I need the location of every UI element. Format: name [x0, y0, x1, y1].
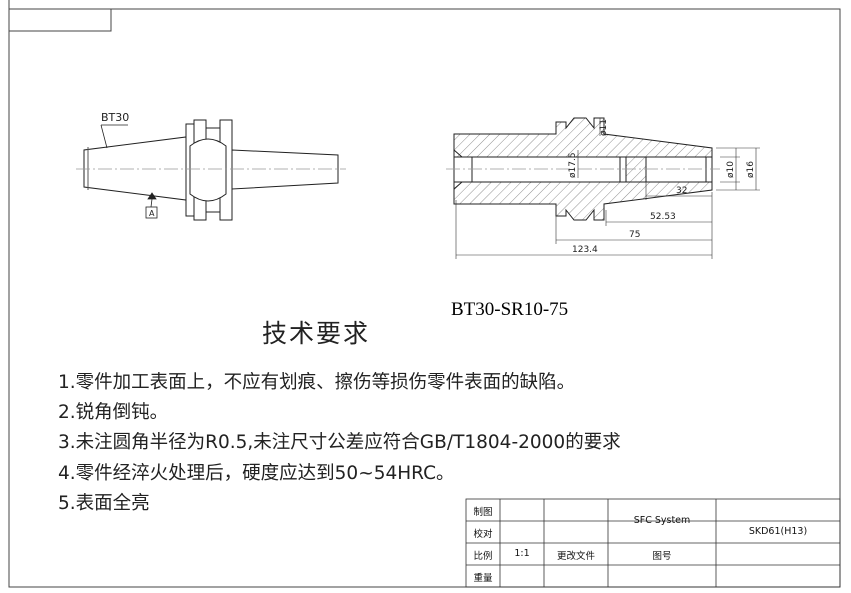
- tb-scale-value: 1:1: [514, 548, 530, 559]
- requirement-line-5: 5.表面全亮: [58, 493, 150, 514]
- requirement-line-1: 1.零件加工表面上，不应有划痕、擦伤等损伤零件表面的缺陷。: [58, 372, 576, 393]
- dim-len-75: 75: [629, 230, 640, 240]
- bt30-leader: [100, 124, 128, 149]
- tb-drawing-no-label: 图号: [652, 551, 672, 562]
- sheet-border: [8, 8, 841, 588]
- requirement-line-4: 4.零件经淬火处理后，硬度应达到50~54HRC。: [58, 463, 455, 484]
- dimension-lines: [455, 118, 760, 259]
- tb-company: SFC System: [633, 515, 691, 526]
- title-block-grid: [465, 498, 841, 588]
- tb-material: SKD61(H13): [748, 526, 808, 537]
- bt30-label: BT30: [101, 111, 129, 124]
- dim-d-outer: ø16: [746, 161, 756, 178]
- datum-label: A: [149, 209, 155, 218]
- tb-change-doc: 更改文件: [556, 551, 595, 562]
- tb-label-weight: 重量: [473, 573, 493, 584]
- requirements-title: 技术要求: [262, 319, 371, 348]
- tb-label-scale: 比例: [473, 551, 493, 562]
- top-left-tab: [8, 8, 112, 32]
- dim-d-flange: ø11: [599, 119, 609, 136]
- dim-len-5253: 52.53: [650, 212, 676, 222]
- model-name: BT30-SR10-75: [451, 299, 569, 320]
- datum-marker: [145, 192, 158, 219]
- dim-len-1234: 123.4: [572, 245, 598, 255]
- dim-d-bore: ø17.5: [568, 152, 578, 178]
- side-view: [76, 119, 346, 221]
- dim-len-32: 32: [676, 186, 687, 196]
- requirement-line-3: 3.未注圆角半径为R0.5,未注尺寸公差应符合GB/T1804-2000的要求: [58, 432, 621, 453]
- section-view: [446, 117, 720, 221]
- tb-label-drawn: 制图: [473, 507, 493, 518]
- tb-label-checked: 校对: [473, 529, 493, 540]
- dim-d-inner: ø10: [726, 161, 736, 178]
- requirement-line-2: 2.锐角倒钝。: [58, 402, 169, 423]
